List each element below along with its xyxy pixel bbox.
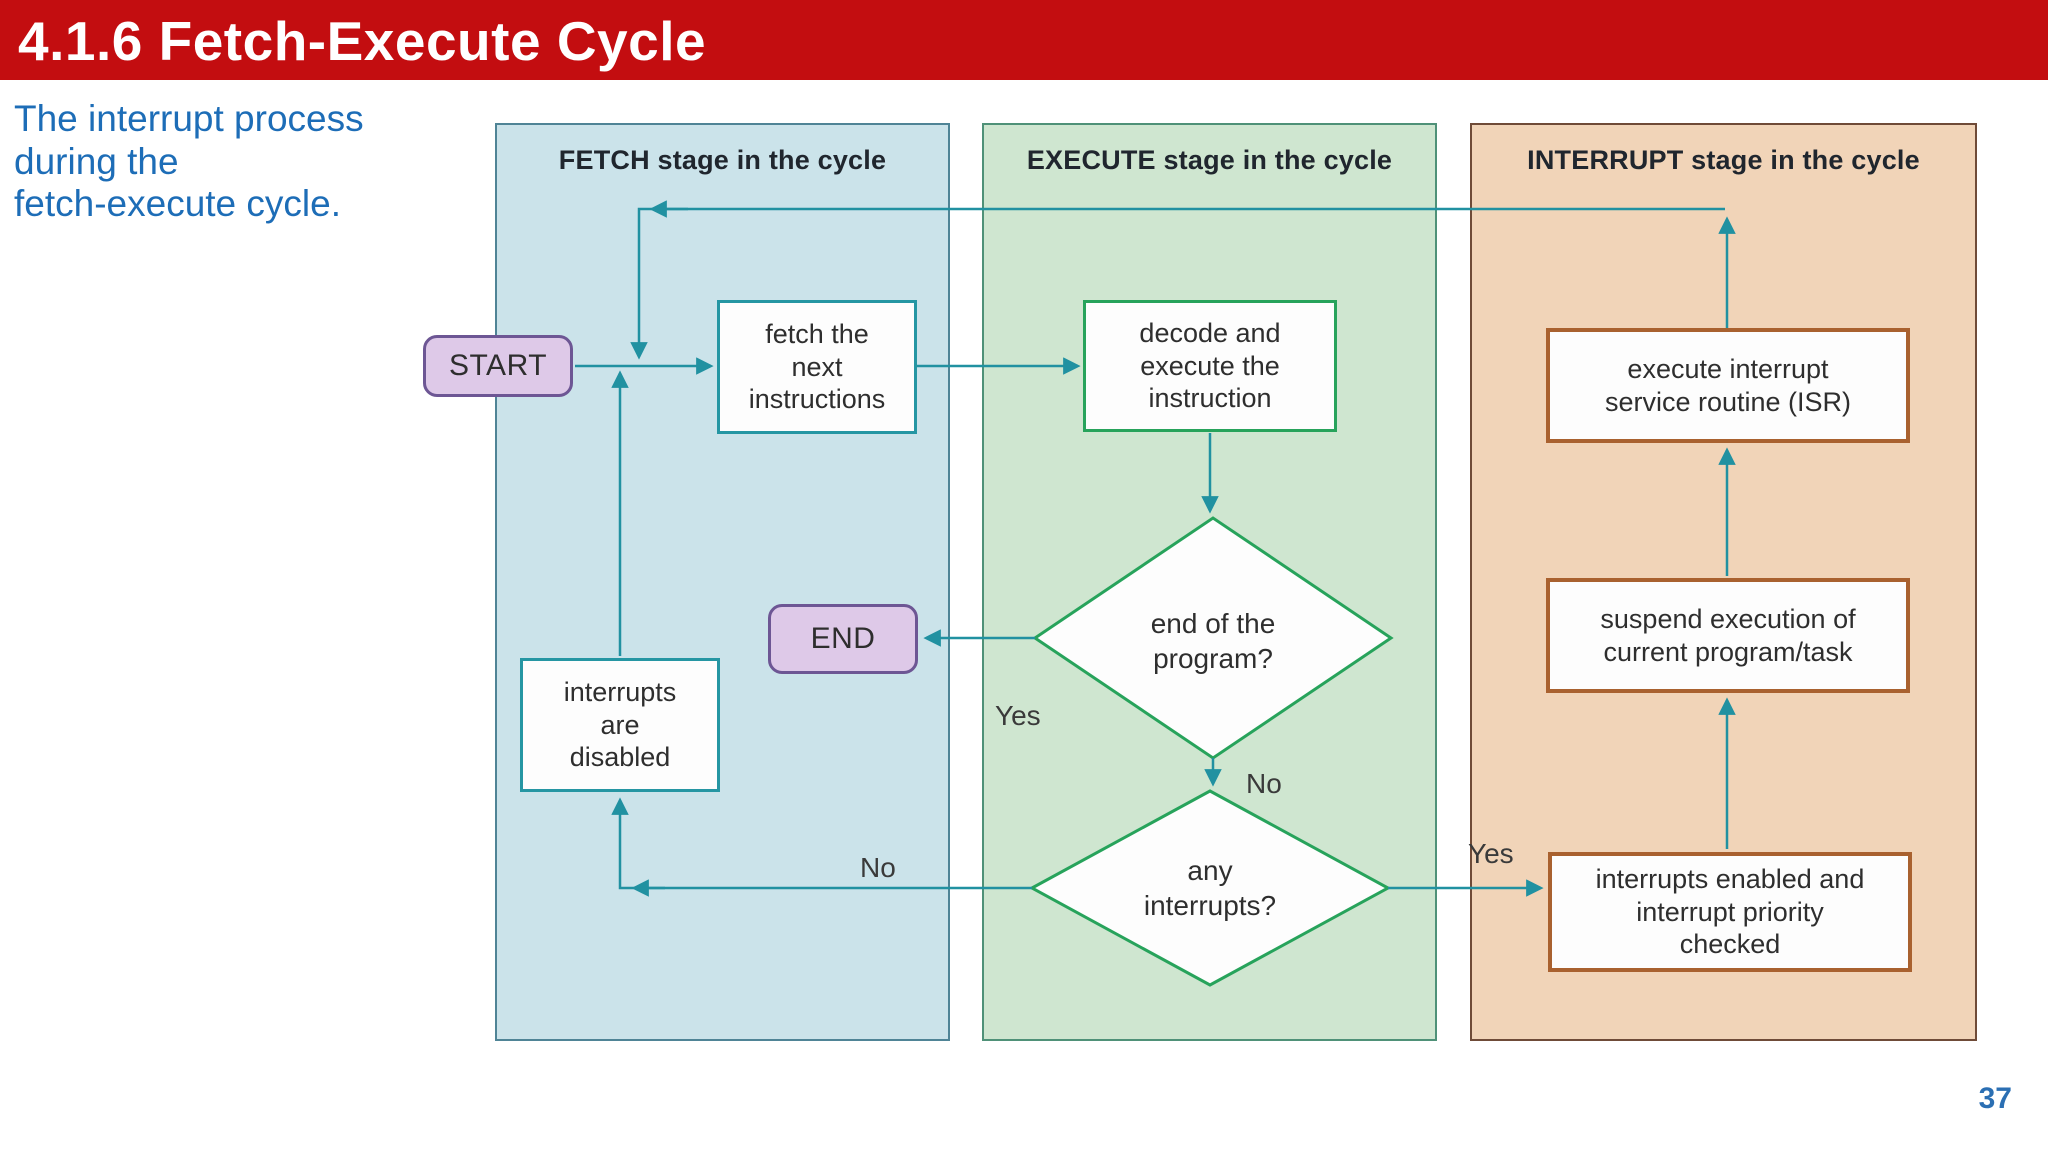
any-interrupts-diamond-label: any interrupts? (1143, 855, 1277, 921)
page-number: 37 (1978, 1082, 2012, 1115)
end-of-program-diamond-label: end of the program? (1150, 608, 1276, 674)
panel-execute-label: EXECUTE stage in the cycle (1026, 145, 1393, 175)
edge-label-any-no: No (860, 852, 896, 883)
title-bar: 4.1.6 Fetch-Execute Cycle (0, 0, 2048, 80)
execute-isr-box: execute interrupt service routine (ISR) (1546, 328, 1910, 443)
caption-text: The interrupt process during the fetch-e… (14, 98, 364, 225)
edge-label-end-no: No (1246, 768, 1282, 799)
end-terminator: END (768, 604, 918, 674)
edge-label-end-yes: Yes (995, 700, 1041, 731)
slide-title: 4.1.6 Fetch-Execute Cycle (18, 10, 707, 72)
panel-interrupt-label: INTERRUPT stage in the cycle (1527, 145, 1920, 175)
panel-fetch-label: FETCH stage in the cycle (558, 145, 887, 175)
decode-execute-box: decode and execute the instruction (1083, 300, 1337, 432)
fetch-next-instructions-box: fetch the next instructions (717, 300, 917, 434)
suspend-execution-box: suspend execution of current program/tas… (1546, 578, 1910, 693)
start-terminator: START (423, 335, 573, 397)
interrupts-enabled-box: interrupts enabled and interrupt priorit… (1548, 852, 1912, 972)
panel-fetch-stage: FETCH stage in the cycle (495, 123, 950, 1041)
edge-label-any-yes: Yes (1468, 838, 1514, 869)
interrupts-disabled-box: interrupts are disabled (520, 658, 720, 792)
